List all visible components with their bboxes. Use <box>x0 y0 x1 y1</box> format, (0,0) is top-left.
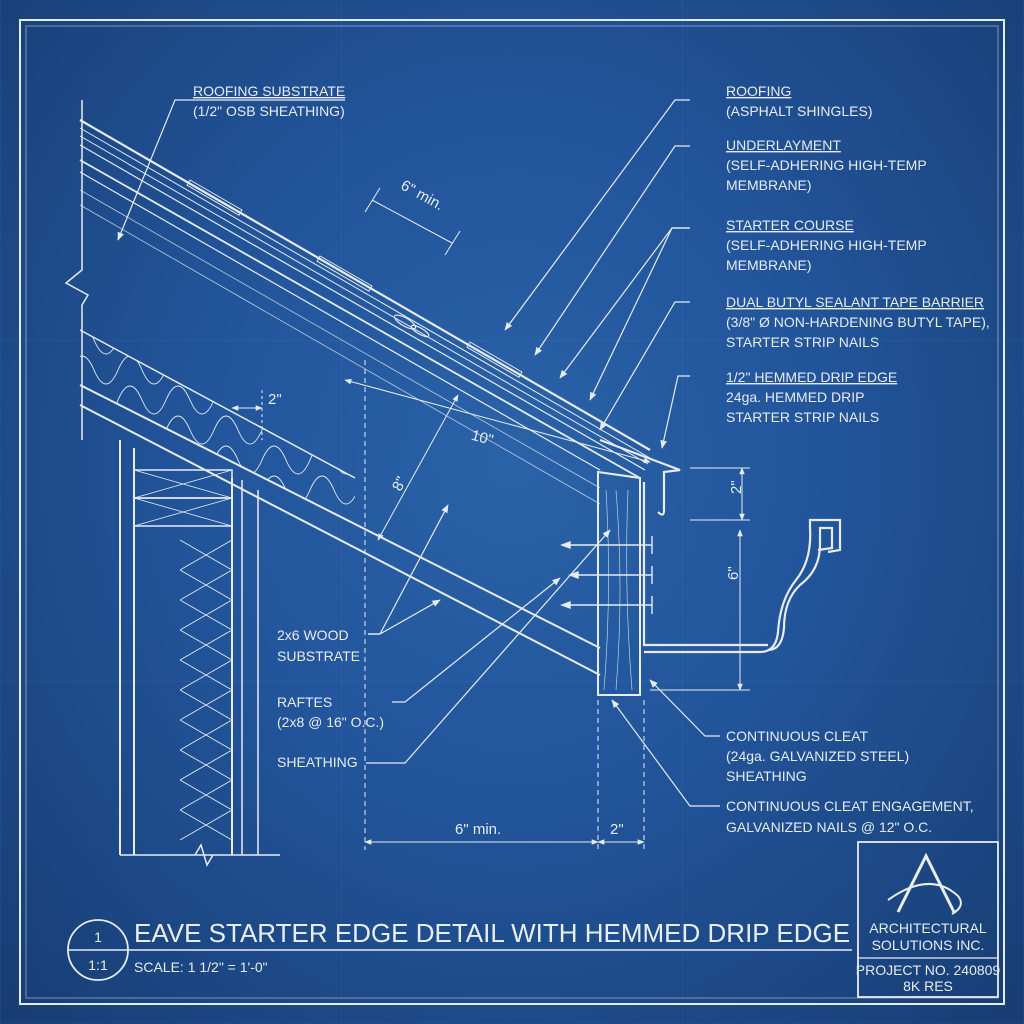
label-wood-substrate: 2x6 WOOD SUBSTRATE <box>277 627 360 664</box>
svg-text:GALVANIZED NAILS @ 12" O.C.: GALVANIZED NAILS @ 12" O.C. <box>726 819 932 835</box>
svg-text:MEMBRANE): MEMBRANE) <box>726 177 812 193</box>
svg-text:SUBSTRATE: SUBSTRATE <box>277 648 360 664</box>
svg-text:(2x8 @ 16" O.C.): (2x8 @ 16" O.C.) <box>277 714 384 730</box>
dim-drip-height: 2" <box>728 480 745 494</box>
dim-bottom-right: 2" <box>610 821 624 838</box>
project-number: PROJECT NO. 240809 <box>856 962 1001 978</box>
label-rafters: RAFTES (2x8 @ 16" O.C.) <box>277 694 384 730</box>
drawing-title: EAVE STARTER EDGE DETAIL WITH HEMMED DRI… <box>134 918 850 948</box>
dimension-lines <box>231 187 750 850</box>
detail-number: 1 <box>94 929 102 945</box>
label-continuous-cleat: CONTINUOUS CLEAT (24ga. GALVANIZED STEEL… <box>726 728 909 784</box>
svg-text:(ASPHALT SHINGLES): (ASPHALT SHINGLES) <box>726 103 873 119</box>
svg-text:STARTER COURSE: STARTER COURSE <box>726 217 854 233</box>
wall-framing <box>119 440 280 867</box>
drip-edge <box>599 438 768 647</box>
svg-text:(SELF-ADHERING HIGH-TEMP: (SELF-ADHERING HIGH-TEMP <box>726 157 927 173</box>
svg-text:MEMBRANE): MEMBRANE) <box>726 257 812 273</box>
sheet-border <box>19 19 1005 1005</box>
gutter <box>644 518 842 654</box>
fascia-board <box>597 470 641 696</box>
svg-text:(1/2" OSB SHEATHING): (1/2" OSB SHEATHING) <box>193 103 345 119</box>
label-drip-edge: 1/2" HEMMED DRIP EDGE 24ga. HEMMED DRIP … <box>726 369 897 425</box>
svg-text:STARTER STRIP NAILS: STARTER STRIP NAILS <box>726 334 879 350</box>
svg-text:(24ga. GALVANIZED STEEL): (24ga. GALVANIZED STEEL) <box>726 748 909 764</box>
company-title-block: ARCHITECTURAL SOLUTIONS INC. PROJECT NO.… <box>856 841 1001 998</box>
sheet-inner-border <box>25 25 999 999</box>
label-roofing: ROOFING (ASPHALT SHINGLES) <box>726 83 873 119</box>
svg-text:2x6 WOOD: 2x6 WOOD <box>277 627 349 643</box>
svg-text:RAFTES: RAFTES <box>277 694 332 710</box>
dim-slope-length: 10" <box>469 427 495 449</box>
svg-text:SHEATHING: SHEATHING <box>726 768 807 784</box>
butyl-tape-bead <box>393 314 417 330</box>
svg-text:(3/8" Ø NON-HARDENING BUTYL TA: (3/8" Ø NON-HARDENING BUTYL TAPE), <box>726 314 990 330</box>
dim-lap-top: 6" min. <box>398 177 447 214</box>
svg-text:DUAL BUTYL SEALANT TAPE BARRIE: DUAL BUTYL SEALANT TAPE BARRIER <box>726 294 984 310</box>
svg-text:ROOFING SUBSTRATE: ROOFING SUBSTRATE <box>193 83 345 99</box>
dim-rise: 8" <box>389 474 410 494</box>
company-name-line1: ARCHITECTURAL <box>869 920 987 936</box>
detail-bubble: 1 1:1 <box>67 919 129 981</box>
svg-text:24ga. HEMMED DRIP: 24ga. HEMMED DRIP <box>726 389 864 405</box>
detail-scale-ratio: 1:1 <box>88 957 108 973</box>
wall-insulation <box>180 539 232 841</box>
scale-text: SCALE: 1 1/2" = 1'-0" <box>134 959 268 975</box>
label-cleat-engagement: CONTINUOUS CLEAT ENGAGEMENT, GALVANIZED … <box>726 798 974 835</box>
left-break-line <box>64 100 90 440</box>
label-roofing-substrate: ROOFING SUBSTRATE (1/2" OSB SHEATHING) <box>193 83 345 119</box>
label-sheathing: SHEATHING <box>277 754 358 770</box>
leader-lines <box>117 99 720 807</box>
label-starter-course: STARTER COURSE (SELF-ADHERING HIGH-TEMP … <box>726 217 927 273</box>
svg-text:CONTINUOUS CLEAT: CONTINUOUS CLEAT <box>726 728 869 744</box>
svg-text:(SELF-ADHERING HIGH-TEMP: (SELF-ADHERING HIGH-TEMP <box>726 237 927 253</box>
svg-text:UNDERLAYMENT: UNDERLAYMENT <box>726 137 841 153</box>
dim-stud-gap: 2" <box>268 391 282 408</box>
label-underlayment: UNDERLAYMENT (SELF-ADHERING HIGH-TEMP ME… <box>726 137 927 193</box>
rafter-insulation <box>80 330 355 505</box>
svg-text:STARTER STRIP NAILS: STARTER STRIP NAILS <box>726 409 879 425</box>
dim-gutter-height: 6" <box>725 566 742 580</box>
project-sub: 8K RES <box>903 978 953 994</box>
underlayment-layer <box>79 135 649 465</box>
company-logo-icon <box>887 852 962 915</box>
company-name-line2: SOLUTIONS INC. <box>872 937 985 953</box>
starter-course-layer <box>79 144 646 471</box>
dim-bottom-run: 6" min. <box>455 821 501 838</box>
svg-text:CONTINUOUS CLEAT ENGAGEMENT,: CONTINUOUS CLEAT ENGAGEMENT, <box>726 798 974 814</box>
fascia-nails <box>560 536 653 614</box>
label-butyl-tape: DUAL BUTYL SEALANT TAPE BARRIER (3/8" Ø … <box>726 294 990 350</box>
svg-text:1/2" HEMMED DRIP EDGE: 1/2" HEMMED DRIP EDGE <box>726 369 897 385</box>
rafter <box>79 329 601 676</box>
sheathing-top <box>79 159 641 479</box>
svg-text:ROOFING: ROOFING <box>726 83 791 99</box>
